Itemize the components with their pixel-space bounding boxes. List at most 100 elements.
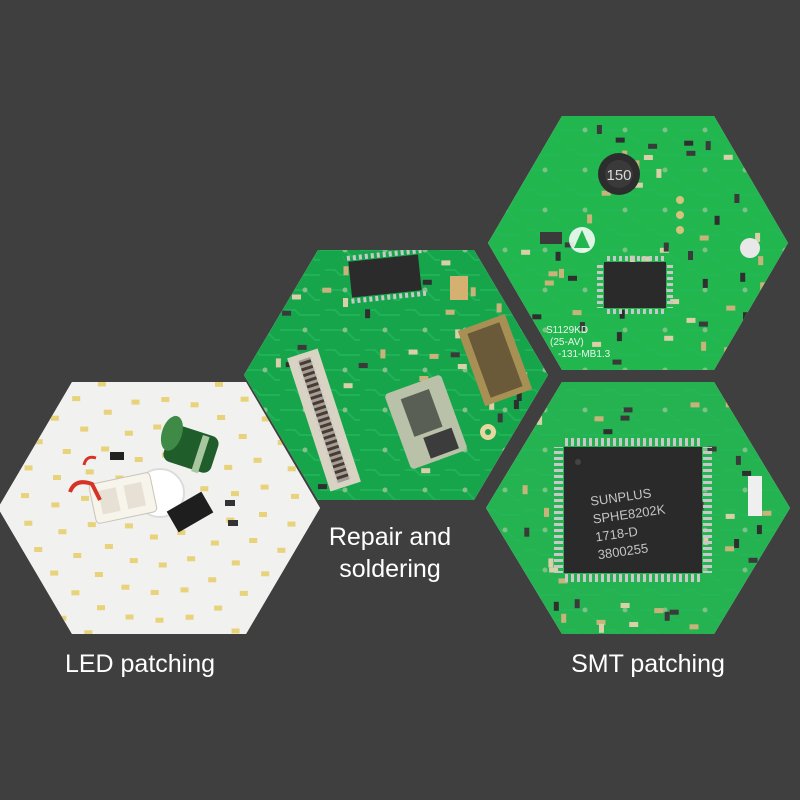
led-chip — [224, 464, 233, 470]
smd-component — [623, 407, 633, 413]
smd-component — [596, 619, 606, 625]
smd-component — [275, 358, 281, 368]
smd-component — [421, 468, 431, 474]
smd-component — [592, 341, 602, 347]
board-label-2: (25-AV) — [550, 337, 584, 348]
smd-component — [750, 163, 759, 169]
led-chip — [109, 348, 117, 353]
led-chip — [279, 594, 288, 600]
led-chip — [81, 495, 89, 501]
led-chip — [190, 402, 199, 408]
smd-component — [568, 275, 577, 281]
smd-component — [725, 513, 735, 519]
smd-component — [555, 251, 561, 261]
chip-label-4: 3800255 — [597, 540, 649, 562]
smd-component — [532, 314, 542, 320]
smd-component — [559, 268, 564, 278]
smd-component — [596, 125, 602, 134]
led-chip — [73, 553, 82, 558]
led-chip — [231, 560, 240, 566]
repair-board-hexagon — [244, 250, 548, 500]
led-chip — [231, 628, 240, 634]
led-chip — [155, 617, 164, 623]
smd-component — [292, 294, 301, 300]
led-chip — [177, 530, 186, 535]
led-chip — [124, 430, 133, 436]
smd-component — [612, 359, 622, 365]
led-chip — [261, 416, 270, 422]
smd-component — [619, 309, 625, 319]
smd-component — [762, 510, 772, 516]
smd-component — [688, 251, 693, 260]
smd-component — [725, 398, 731, 408]
led-chip — [0, 467, 2, 473]
smd-component — [633, 182, 643, 188]
smd-component — [758, 256, 764, 266]
led-chip — [113, 640, 121, 645]
led-chip — [58, 529, 67, 535]
led-chip — [187, 556, 196, 562]
led-chip — [51, 502, 60, 508]
smd-component — [714, 215, 720, 225]
smd-component — [408, 349, 418, 355]
smd-component — [365, 309, 371, 319]
smd-component — [457, 364, 467, 369]
led-chip — [134, 457, 143, 462]
smd-component — [531, 603, 537, 613]
caption-smt-patching: SMT patching — [571, 650, 725, 678]
led-chip — [1, 440, 10, 446]
led-chip — [32, 392, 41, 398]
ribbon-connector — [287, 348, 361, 492]
led-chips — [0, 342, 320, 645]
smd-component — [699, 235, 709, 241]
led-chip — [169, 342, 177, 347]
led-chip — [214, 605, 223, 611]
smd-component — [343, 266, 349, 276]
led-chip — [210, 540, 219, 546]
smd-component — [548, 271, 558, 277]
led-chip — [287, 466, 296, 472]
led-chip — [257, 613, 266, 619]
led-chip — [217, 415, 226, 420]
led-chip — [34, 547, 43, 552]
led-chip — [261, 571, 270, 577]
sunplus-chip: SUNPLUS SPHE8202K 1718-D 3800255 — [554, 438, 712, 582]
smd-component — [669, 609, 679, 615]
smd-component — [748, 557, 758, 563]
led-chip — [58, 615, 67, 621]
led-chip — [97, 382, 106, 387]
smd-component — [513, 400, 519, 409]
smd-component — [521, 249, 531, 255]
smd-component — [620, 415, 630, 421]
led-chip — [104, 544, 113, 549]
smd-component — [574, 599, 580, 609]
smd-component — [594, 416, 604, 422]
smd-component — [544, 507, 549, 517]
caption-led-patching: LED patching — [64, 650, 216, 678]
smd-component — [724, 347, 734, 353]
smd-component — [524, 527, 530, 537]
caption-repair-line-1: Repair and — [328, 523, 452, 551]
smt-board-top-hexagon: 150 S1129KD (25-AV) -131-MB1.3 — [488, 116, 788, 370]
smd-component — [755, 232, 761, 242]
led-chip — [103, 409, 112, 415]
led-chip — [14, 415, 23, 421]
repair-ic — [348, 254, 422, 298]
smd-component — [734, 194, 740, 203]
electrolytic-capacitor — [160, 415, 219, 474]
smd-component — [450, 352, 460, 358]
led-chip — [121, 584, 130, 590]
led-chip — [253, 457, 262, 463]
led-chip — [87, 522, 96, 528]
led-chip — [125, 614, 134, 620]
smd-component — [725, 546, 735, 552]
led-chip — [0, 523, 3, 529]
led-chip — [287, 521, 296, 527]
smd-component — [265, 291, 270, 301]
smd-component — [656, 168, 662, 178]
led-chip — [153, 424, 162, 430]
smd-component — [760, 282, 766, 292]
smd-component — [756, 525, 762, 535]
smd-component — [601, 190, 611, 196]
